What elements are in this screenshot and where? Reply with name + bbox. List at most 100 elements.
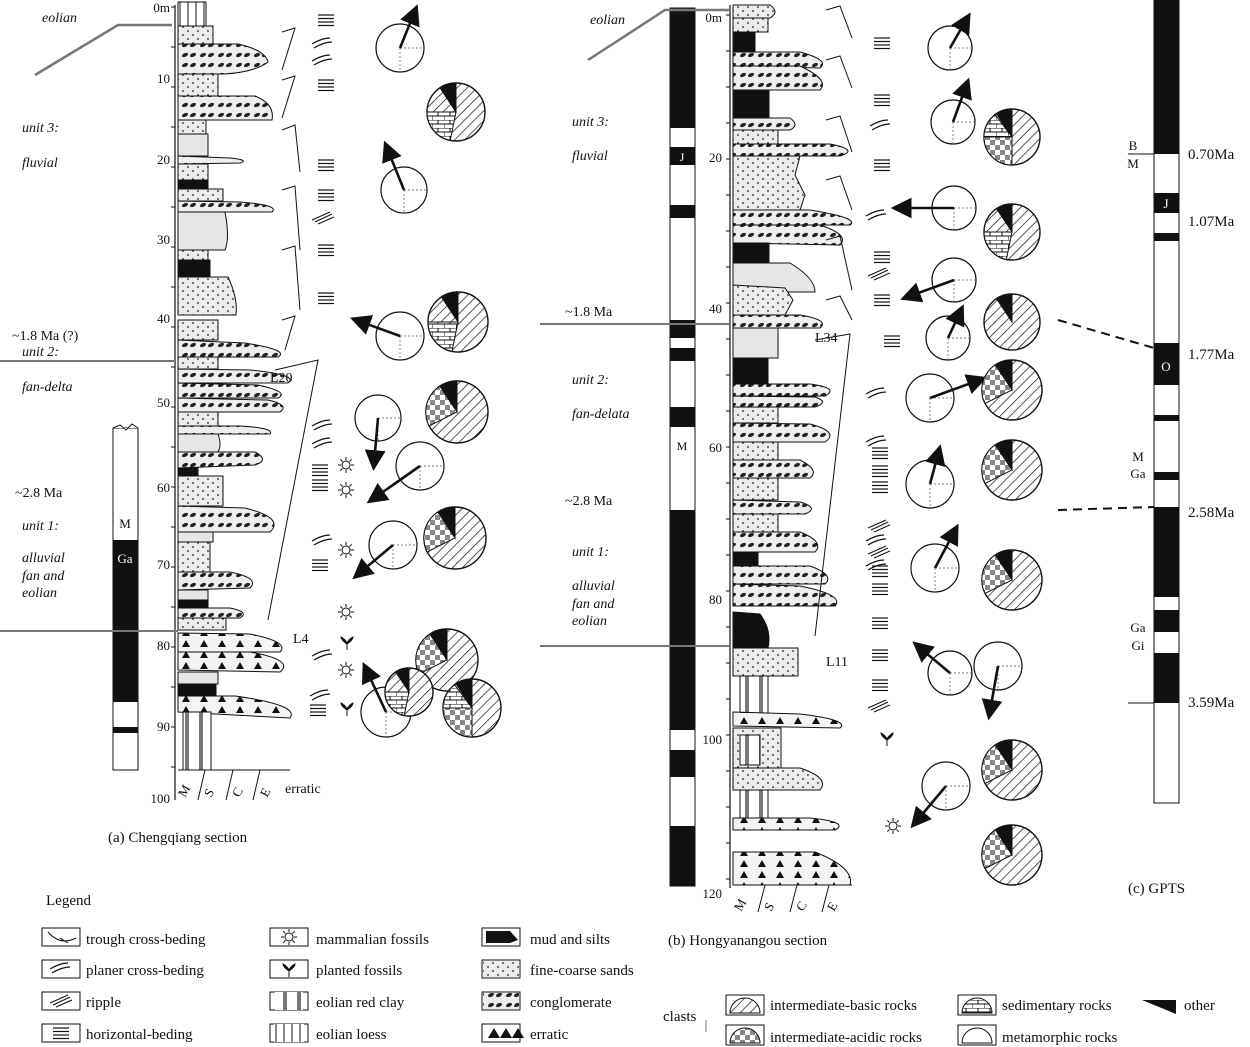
polarity-ga-a: Ga — [117, 551, 132, 566]
unit2-label-b: unit 2: — [572, 373, 609, 388]
polarity-m-b: M — [677, 439, 688, 453]
paleocurrent-rose — [890, 185, 977, 231]
ripple-symbol — [867, 545, 891, 559]
plant-fossil-icon — [340, 636, 354, 650]
legend-metamorphic: metamorphic rocks — [1002, 1030, 1118, 1046]
polarity-column-b: J M — [669, 7, 696, 887]
horizontal-bedding-symbol — [318, 159, 334, 172]
sand-swatch — [483, 961, 519, 977]
paleocurrent-arrow — [352, 544, 394, 580]
grain-m-b: M — [731, 896, 750, 914]
paleocurrent-arrow — [925, 444, 946, 485]
intermediate-basic-swatch — [729, 997, 761, 1014]
marker-l4: L4 — [293, 632, 309, 647]
unit1-label-a: unit 1: — [22, 519, 59, 534]
age2-label-a: ~2.8 Ma — [15, 486, 63, 501]
paleocurrent-arrow — [364, 417, 386, 471]
paleocurrent-b — [890, 12, 1023, 829]
red-clay-swatch — [275, 992, 303, 1010]
depth-label-b-120: 120 — [703, 886, 723, 901]
panel-hongyanangou: J M 0m 20 40 60 80 100 120 — [540, 4, 1043, 949]
depth-label-a-30: 30 — [157, 232, 170, 247]
planar-cross-bedding-symbol — [865, 559, 887, 571]
legend-redclay: eolian red clay — [316, 995, 405, 1011]
gpts-age-107: 1.07Ma — [1188, 214, 1235, 230]
erratic-label-a: erratic — [285, 782, 321, 797]
horizontal-bedding-symbol — [872, 617, 888, 630]
gpts-gi: Gi — [1132, 638, 1145, 653]
ripple-symbol — [867, 267, 891, 281]
clast-composition-pie — [426, 82, 486, 142]
alluvial-label-b: alluvial — [572, 579, 615, 594]
lithology-column-a — [177, 25, 292, 771]
clast-composition-pie — [415, 628, 479, 692]
clast-composition-pie — [981, 439, 1043, 501]
legend-swatch — [41, 927, 81, 947]
legend-mammalian: mammalian fossils — [316, 932, 429, 948]
paleocurrent-arrow — [933, 523, 959, 569]
horizontal-bedding-symbol — [874, 159, 890, 172]
unit1-label-b: unit 1: — [572, 545, 609, 560]
depth-label-b-60: 60 — [709, 440, 722, 455]
gpts-m1: M — [1127, 156, 1139, 171]
mammalian-fossil-icon — [281, 929, 297, 945]
panel-gpts: B M J O M Ga Ga Gi 0.70Ma 1.07Ma 1.77Ma … — [1057, 0, 1235, 897]
paleocurrent-rose — [354, 394, 402, 471]
legend-sands: fine-coarse sands — [530, 963, 634, 979]
paleocurrent-arrow — [382, 140, 406, 191]
horizontal-bedding-symbol — [312, 559, 328, 572]
horizontal-bedding-symbol — [874, 251, 890, 264]
grain-s-a: S — [201, 786, 218, 800]
planar-cross-bedding-symbol — [311, 419, 333, 431]
paleocurrent-rose — [350, 311, 425, 361]
trough-cross-bedding-symbol — [47, 931, 77, 944]
marker-l20: L20 — [270, 371, 293, 386]
clast-composition-pie — [427, 291, 489, 353]
depth-label-a-20: 20 — [157, 152, 170, 167]
sed-structures-a — [309, 14, 354, 717]
conglomerate-swatch — [483, 993, 519, 1009]
depth-label-a-100: 100 — [151, 791, 171, 806]
plant-fossil-icon — [880, 732, 894, 746]
eolian-label-b: eolian — [590, 13, 625, 28]
grain-c-b: C — [793, 898, 810, 913]
horizontal-bedding-symbol — [874, 37, 890, 50]
gpts-ga2: Ga — [1130, 620, 1145, 635]
legend-conglomerate: conglomerate — [530, 995, 612, 1011]
depth-label-b-40: 40 — [709, 301, 722, 316]
loess-swatch — [274, 1024, 304, 1042]
mammalian-fossil-icon — [338, 662, 354, 678]
paleocurrent-arrow — [951, 77, 972, 123]
depth-label-b-20: 20 — [709, 150, 722, 165]
clast-pies-a — [384, 82, 502, 738]
grain-s-b: S — [761, 900, 778, 914]
paleocurrent-arrow — [948, 12, 971, 49]
gpts-b: B — [1129, 138, 1138, 153]
fandelata-label-b: fan-delata — [572, 407, 630, 422]
clast-composition-pie — [981, 739, 1043, 801]
gpts-ga1: Ga — [1130, 466, 1145, 481]
depth-ticks-b — [726, 14, 730, 880]
clast-composition-pie — [983, 108, 1041, 166]
legend-mud: mud and silts — [530, 932, 610, 948]
grain-e-b: E — [824, 899, 841, 913]
legend-clasts: clasts — [663, 1009, 696, 1025]
clast-composition-pie — [423, 506, 487, 570]
paleocurrent-rose — [352, 520, 418, 580]
clast-composition-pie — [981, 359, 1043, 421]
depth-label-a-90: 90 — [157, 719, 170, 734]
depth-label-a-70: 70 — [157, 557, 170, 572]
paleocurrent-rose — [905, 444, 955, 509]
clast-composition-pie — [384, 667, 434, 717]
unit3-label-a: unit 3: — [22, 121, 59, 136]
paleocurrent-arrow — [945, 304, 965, 339]
paleocurrent-arrow — [366, 464, 421, 504]
horizontal-bedding-symbol — [318, 79, 334, 92]
clast-pies-b — [981, 108, 1043, 886]
fanand-label-b: fan and — [572, 597, 615, 612]
paleocurrent-rose — [973, 641, 1023, 721]
depth-label-a-0: 0m — [153, 0, 170, 15]
alluvial-label-a: alluvial — [22, 551, 65, 566]
planar-cross-bedding-symbol — [311, 534, 333, 546]
